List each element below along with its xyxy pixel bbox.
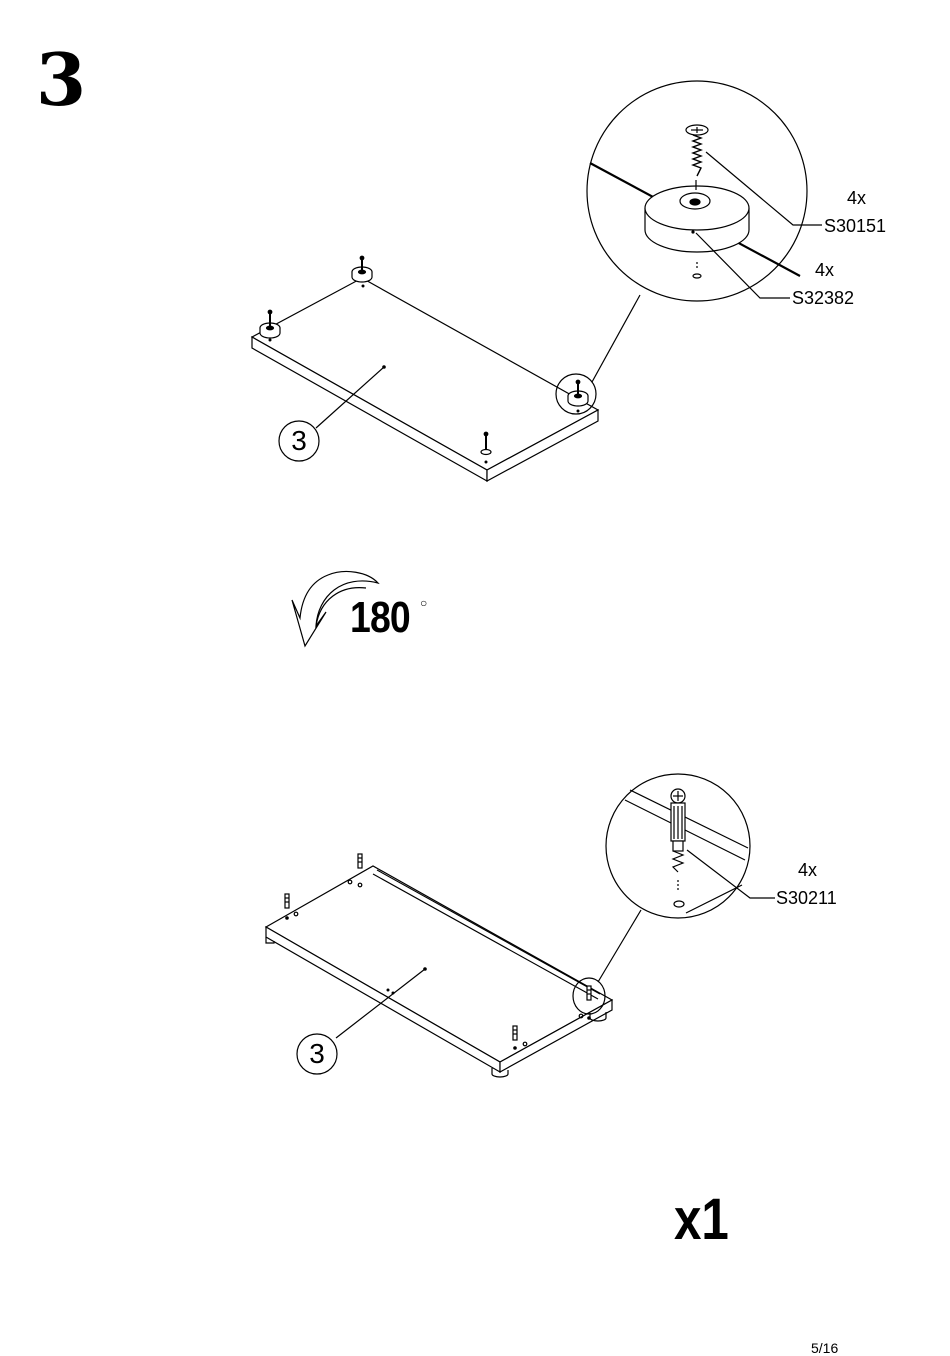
degree-symbol: ○ xyxy=(420,596,427,610)
callout-quantity: 4x xyxy=(815,260,834,280)
callout-part-code: S30151 xyxy=(824,216,886,236)
top-detail-circle xyxy=(587,81,822,301)
callout-part-code: S30211 xyxy=(776,888,837,908)
quantity-multiplier: x1 xyxy=(674,1190,729,1250)
page-number: 5/16 xyxy=(811,1340,838,1356)
rotation-angle: 180 xyxy=(350,596,410,640)
callout-quantity: 4x xyxy=(798,860,817,880)
callout-quantity: 4x xyxy=(847,188,866,208)
part-number-label: 3 xyxy=(279,426,319,456)
part-number-label: 3 xyxy=(297,1039,337,1069)
callout-part-code: S32382 xyxy=(792,288,854,308)
bottom-detail-circle xyxy=(606,774,775,918)
